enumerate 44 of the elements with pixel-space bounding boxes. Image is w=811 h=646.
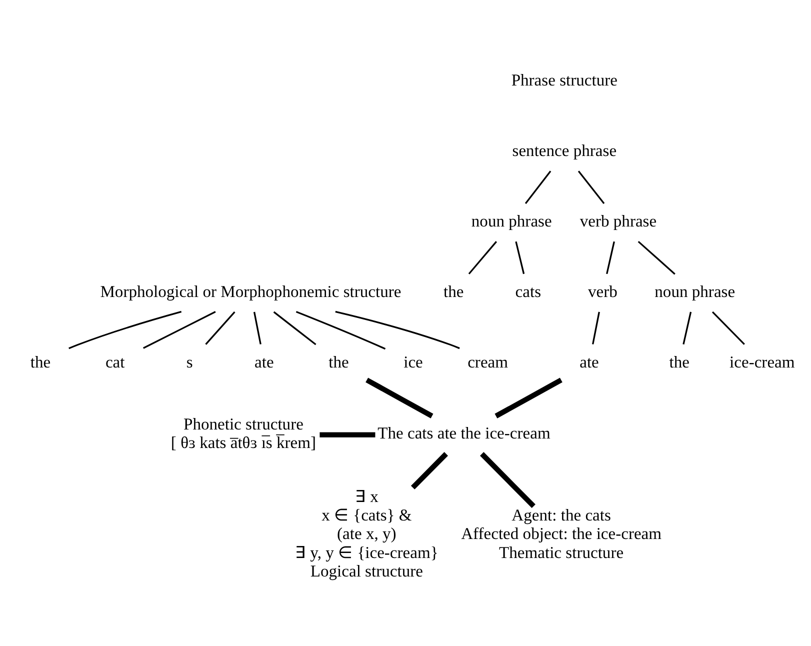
- connector: [143, 311, 216, 349]
- connector: [592, 312, 600, 344]
- node-text: the: [444, 282, 464, 301]
- connector: [410, 452, 448, 490]
- node-text: cats: [515, 282, 542, 301]
- connector: [253, 312, 262, 344]
- node-text: the: [328, 352, 349, 372]
- node-text: cream: [468, 352, 508, 372]
- connector: [578, 170, 605, 204]
- connector: [480, 452, 536, 508]
- node-text: noun phrase: [471, 212, 552, 231]
- connector: [320, 432, 376, 438]
- connector: [205, 311, 236, 345]
- node-text: ice-cream: [730, 352, 795, 372]
- node-text: Agent: the cats Affected object: the ice-cream Thematic structure: [461, 506, 662, 562]
- connector: [638, 240, 676, 275]
- node-text: ∃ x x ∈ {cats} & (ate x, y) ∃ y, y ∈ {ice-cream} Logical structure: [295, 486, 438, 580]
- node-text: The cats ate the ice-cream: [378, 424, 550, 443]
- node-text: noun phrase: [654, 282, 736, 301]
- node-text: sentence phrase: [512, 141, 617, 160]
- connector: [468, 241, 498, 274]
- connector: [515, 241, 525, 274]
- connector: [682, 312, 692, 344]
- node-text: verb: [588, 282, 618, 301]
- connector: [606, 241, 615, 274]
- connector: [494, 378, 562, 418]
- node-text: s: [186, 352, 193, 372]
- label: Phrase structure: [511, 70, 618, 90]
- node-text: ate: [254, 352, 274, 372]
- connector: [712, 311, 745, 345]
- connector: [273, 311, 316, 346]
- connector: [296, 310, 386, 350]
- connector: [366, 378, 434, 418]
- node-text: cat: [105, 352, 125, 372]
- node-text: the: [30, 352, 51, 372]
- node-text: ate: [580, 352, 599, 372]
- node-text: the: [669, 352, 690, 372]
- connector: [335, 310, 460, 350]
- node-text: ice: [404, 352, 423, 372]
- node-text: Morphological or Morphophonemic structure: [100, 282, 402, 301]
- node-text: Phonetic structure [ θɜ kats a̅tθɜ ı̅s k̅rem]: [170, 414, 316, 452]
- node-text: verb phrase: [580, 212, 657, 231]
- connector: [524, 170, 552, 204]
- connector: [68, 310, 182, 350]
